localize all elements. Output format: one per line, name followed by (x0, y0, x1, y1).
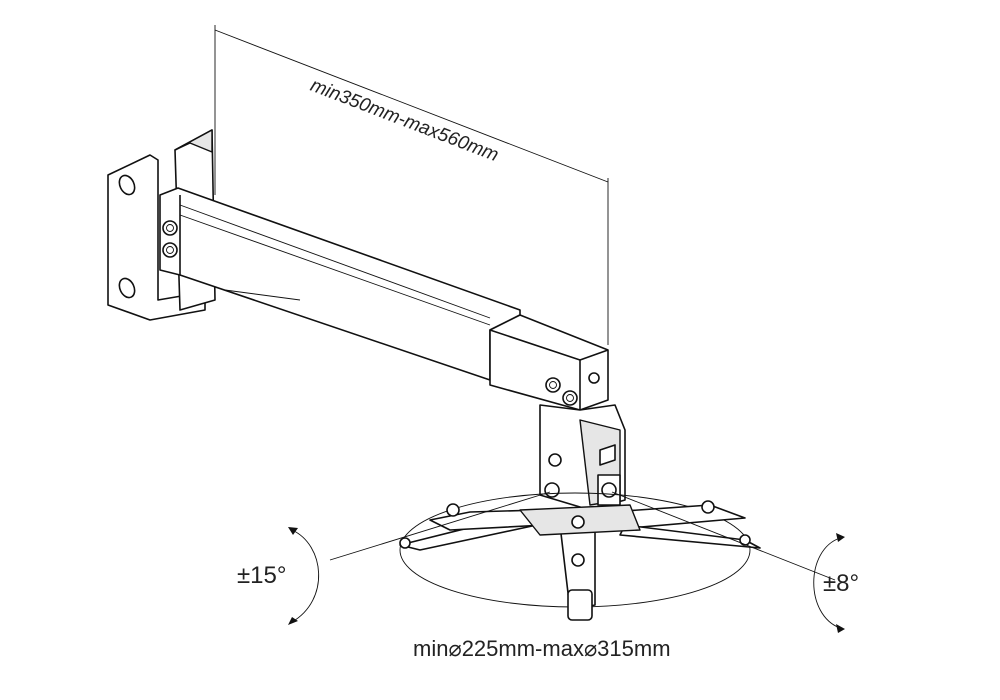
outer-arm-tube (159, 187, 521, 381)
swivel-rotation-arrow-icon (813, 533, 845, 633)
spider-arms (399, 500, 761, 621)
tilt-angle-label: ±15° (237, 562, 287, 589)
swivel-angle-label: ±8° (823, 570, 860, 597)
tilt-rotation-arrow-icon (288, 527, 320, 625)
plate-diameter-label: min⌀225mm-max⌀315mm (413, 636, 671, 661)
inner-arm-tube (489, 314, 609, 411)
arm-length-dimension (214, 25, 609, 345)
tilt-bracket (539, 404, 626, 511)
